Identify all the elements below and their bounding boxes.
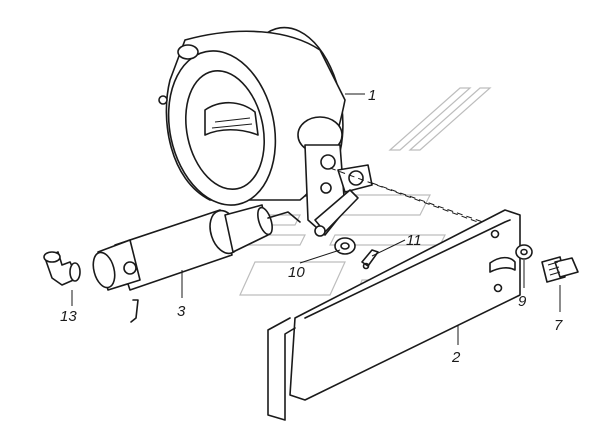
actuator-cylinder-part-3: [92, 204, 301, 323]
washer-part-10: [334, 237, 356, 255]
bracket-plate-part-2: [267, 209, 521, 421]
callout-3: 3: [177, 303, 186, 320]
lock-washer-part-9: [515, 244, 533, 260]
bolt-part-7: [541, 256, 579, 283]
callout-11: 11: [406, 232, 422, 249]
cotter-pin-part-11: [361, 249, 379, 270]
valve-housing-part-1: [158, 26, 373, 237]
callout-1: 1: [368, 87, 376, 104]
elbow-fitting-part-13: [43, 251, 81, 286]
callout-2: 2: [451, 349, 461, 366]
callout-10: 10: [288, 264, 305, 281]
callout-13: 13: [60, 308, 77, 325]
callout-9: 9: [518, 293, 527, 310]
callout-labels: 1 2 3 7 9 10 11 13: [60, 87, 563, 366]
callout-7: 7: [554, 317, 563, 334]
assembly-dashed-lines: [329, 167, 506, 233]
leader-lines: [71, 93, 561, 345]
